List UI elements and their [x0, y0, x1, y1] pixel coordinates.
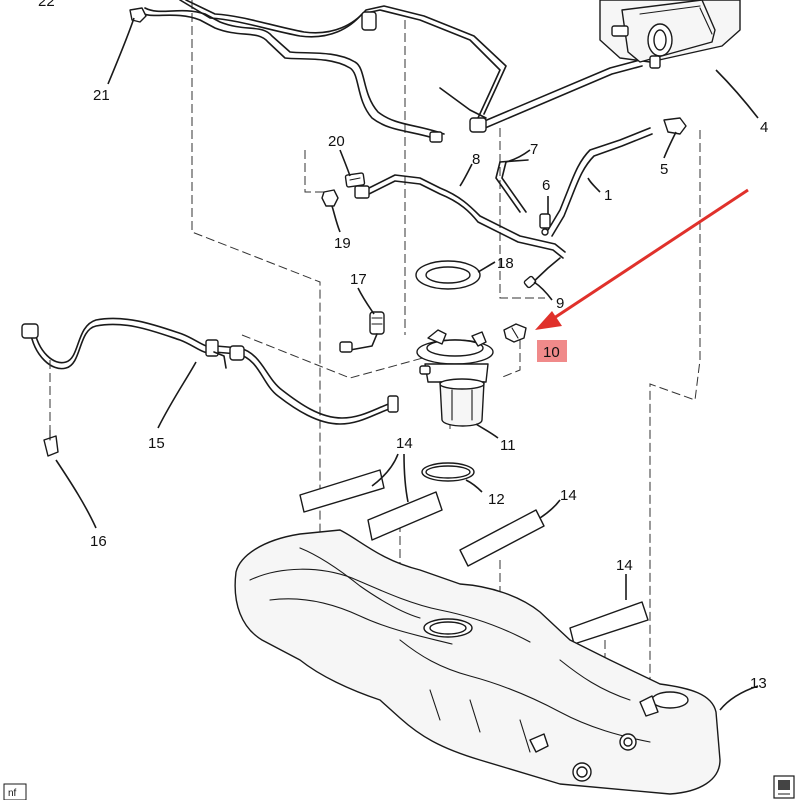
part-13-fuel-tank: [234, 529, 721, 795]
part-6-fitting: [539, 213, 551, 236]
callout-22: 22: [38, 0, 55, 10]
callout-5: 5: [660, 161, 668, 178]
highlight-arrow: [535, 188, 749, 330]
book-icon: [773, 775, 795, 799]
callout-19: 19: [334, 235, 351, 252]
callout-17: 17: [350, 271, 367, 288]
part-15-wiring-harness: [21, 317, 399, 425]
part-12-seal: [421, 462, 475, 482]
part-9-connector: [523, 257, 561, 289]
part-14-pads: [299, 469, 649, 645]
callout-9: 9: [556, 295, 564, 312]
part-5-clip: [663, 117, 687, 135]
callout-7: 7: [530, 141, 538, 158]
callout-labels: 22 21 4 20 7 8 5 6 1 19 18 17 9 10 15 14…: [38, 0, 768, 692]
part-7-tube: [495, 159, 529, 213]
part-10-sensor: [503, 323, 527, 343]
part-11-fuel-pump-module: [416, 329, 494, 427]
callout-16: 16: [90, 533, 107, 550]
callout-14-b: 14: [560, 487, 577, 504]
highlight-box: [537, 340, 567, 362]
callout-18: 18: [497, 255, 514, 272]
callout-21: 21: [93, 87, 110, 104]
callout-14-a: 14: [396, 435, 413, 452]
callout-13: 13: [750, 675, 767, 692]
callout-10: 10: [543, 344, 560, 361]
callout-8: 8: [472, 151, 480, 168]
part-8-line: [354, 174, 566, 259]
callout-11: 11: [500, 437, 516, 454]
part-17-harness: [339, 311, 385, 353]
part-20-connector: [344, 172, 366, 188]
part-18-lock-ring: [415, 260, 481, 290]
callout-20: 20: [328, 133, 345, 150]
part-21-clip: [129, 7, 147, 23]
leader-lines: [55, 17, 759, 711]
callout-6: 6: [542, 177, 550, 194]
corner-tag-text: nf: [8, 788, 17, 799]
callout-15: 15: [148, 435, 165, 452]
callout-12: 12: [488, 491, 505, 508]
callout-14-c: 14: [616, 557, 633, 574]
callout-4: 4: [760, 119, 768, 136]
part-16-clip: [43, 360, 59, 457]
part-4-evap-canister: [599, 0, 741, 69]
corner-tag: nf: [3, 783, 27, 800]
callout-1: 1: [604, 187, 612, 204]
part-19-connector: [321, 189, 339, 207]
part-1-line: [547, 127, 653, 237]
fuel-lines: [139, 0, 643, 143]
